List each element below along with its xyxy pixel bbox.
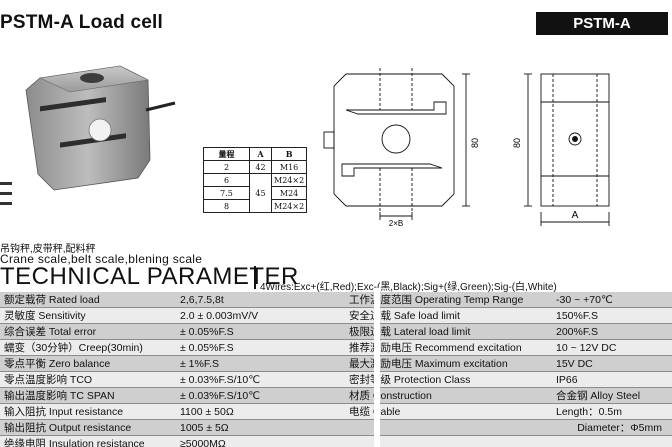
parameter-value: ± 0.05%F.S [176,339,345,356]
parameter-label: 材质 Construction [345,387,552,404]
parameter-label: 综合误差 Total error [0,323,176,340]
parameter-label: 输入阻抗 Input resistance [0,403,176,420]
parameter-value: Diameter：Φ5mm [552,419,672,436]
size-range: 7.5 [203,186,250,200]
parameter-label: 灵敏度 Sensitivity [0,307,176,324]
model-tag: PSTM-A [536,12,668,35]
size-table: 量程 A B 2 42 M16 6 45 M24×2 7.5 M24 8 M24… [203,147,308,213]
size-a: 45 [249,173,272,213]
size-header-b: B [270,147,308,161]
size-range: 8 [203,199,250,213]
parameter-value: 150%F.S [552,307,672,324]
parameter-label: 推荐激励电压 Recommend excitation [345,339,552,356]
technical-heading: TECHNICAL PARAMETER [0,263,299,290]
wiring-note: 4Wires:Exc+(红,Red);Exc-(黑,Black);Sig+(绿,… [260,282,557,293]
parameter-value [552,435,672,447]
side-view-drawing [524,73,610,226]
size-range: 2 [203,160,250,174]
parameter-label [345,419,552,436]
parameter-label: 安全过载 Safe load limit [345,307,552,324]
column-gap [374,288,380,447]
parameter-label: 输出温度影响 TC SPAN [0,387,176,404]
parameter-value: 10 ~ 12V DC [552,339,672,356]
parameter-value: ≥5000MΩ [176,435,345,447]
size-table-header: 量程 A B [203,147,308,161]
parameter-value: 2.0 ± 0.003mV/V [176,307,345,324]
parameter-value: 1005 ± 5Ω [176,419,345,436]
size-header-a: A [249,147,272,161]
side-dimension-label: 80 [470,138,480,148]
parameter-label: 工作温度范围 Operating Temp Range [345,292,552,308]
heading-divider [254,266,256,289]
size-b: M16 [270,160,308,174]
parameter-label [345,435,552,447]
product-drawings: 80 2×B 80 A [0,65,610,228]
parameter-value: Length：0.5m [552,403,672,420]
width-dimension-label: A [572,210,579,221]
parameter-value: ± 0.03%F.S/10℃ [176,371,345,388]
parameter-label: 最大激励电压 Maximum excitation [345,355,552,372]
parameter-row: 绝缘电阻 Insulation resistance≥5000MΩ [0,435,672,447]
parameter-value: 合金钢 Alloy Steel [552,387,672,404]
size-b: M24 [270,186,308,200]
parameter-label: 零点温度影响 TCO [0,371,176,388]
parameter-value: IP66 [552,371,672,388]
parameter-label: 输出阻抗 Output resistance [0,419,176,436]
parameter-value: -30 ~ +70℃ [552,292,672,308]
front-view-drawing [323,68,470,220]
hole-dimension-label: 2×B [389,219,403,228]
size-table-row: 6 45 M24×2 [203,173,308,213]
size-b: M24×2 [270,173,308,187]
parameter-value: 200%F.S [552,323,672,340]
parameter-value: 2,6,7.5,8t [176,292,345,308]
parameter-value: 1100 ± 50Ω [176,403,345,420]
size-header-range: 量程 [203,147,250,161]
parameter-label: 蠕变（30分钟）Creep(30min) [0,339,176,356]
parameter-label: 绝缘电阻 Insulation resistance [0,435,176,447]
applications-en: Crane scale,belt scale,blening scale [0,252,203,266]
size-table-row: 8 M24×2 [203,199,308,213]
parameter-value: ± 1%F.S [176,355,345,372]
parameter-value: ± 0.03%F.S/10℃ [176,387,345,404]
parameter-value: 15V DC [552,355,672,372]
parameter-label: 零点平衡 Zero balance [0,355,176,372]
size-b: M24×2 [270,199,308,213]
front-dimension-label: 80 [512,138,522,148]
parameter-label: 额定载荷 Rated load [0,292,176,308]
applications-cn: 吊钩秤,皮带秤,配料秤 [0,244,96,255]
load-cell-photo [0,65,176,205]
size-range: 6 [203,173,250,187]
page-title: PSTM-A Load cell [0,12,163,33]
size-table-row: 2 42 M16 [203,160,308,174]
parameter-value: ± 0.05%F.S [176,323,345,340]
size-a: 42 [249,160,272,174]
